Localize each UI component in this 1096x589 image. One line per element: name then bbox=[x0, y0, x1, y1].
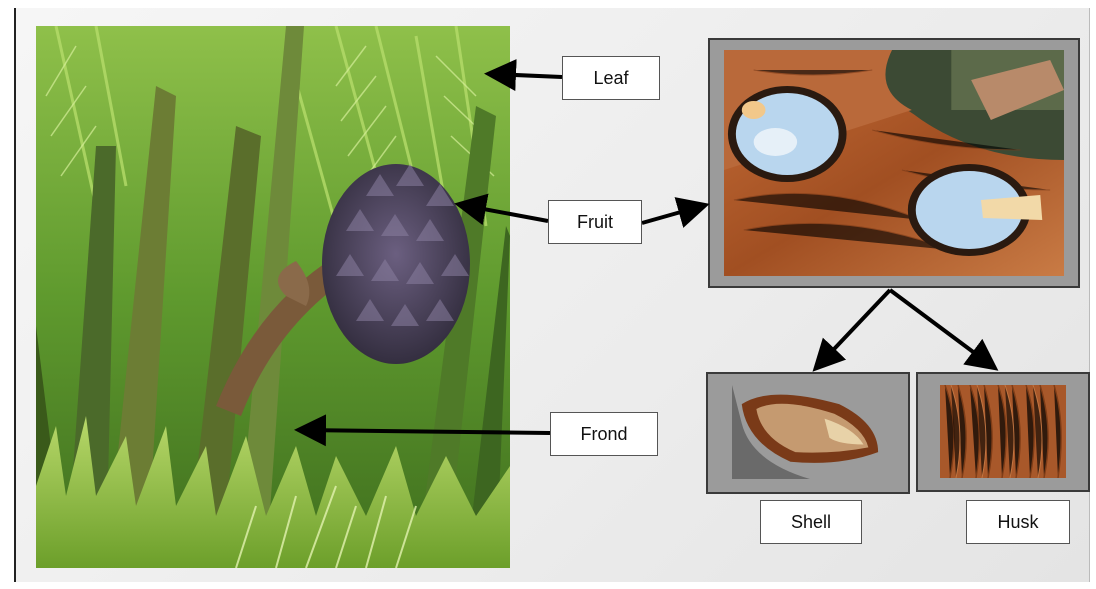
shell-frame bbox=[706, 372, 910, 494]
leaf-label: Leaf bbox=[562, 56, 660, 100]
fruit-cross-section-photo bbox=[724, 50, 1064, 276]
frond-label: Frond bbox=[550, 412, 658, 456]
nipa-palm-photo bbox=[36, 26, 510, 568]
husk-photo bbox=[940, 385, 1066, 478]
shell-photo bbox=[732, 385, 882, 479]
fruit-label: Fruit bbox=[548, 200, 642, 244]
fruit-cross-section-frame bbox=[708, 38, 1080, 288]
husk-frame bbox=[916, 372, 1090, 492]
husk-label: Husk bbox=[966, 500, 1070, 544]
shell-label: Shell bbox=[760, 500, 862, 544]
